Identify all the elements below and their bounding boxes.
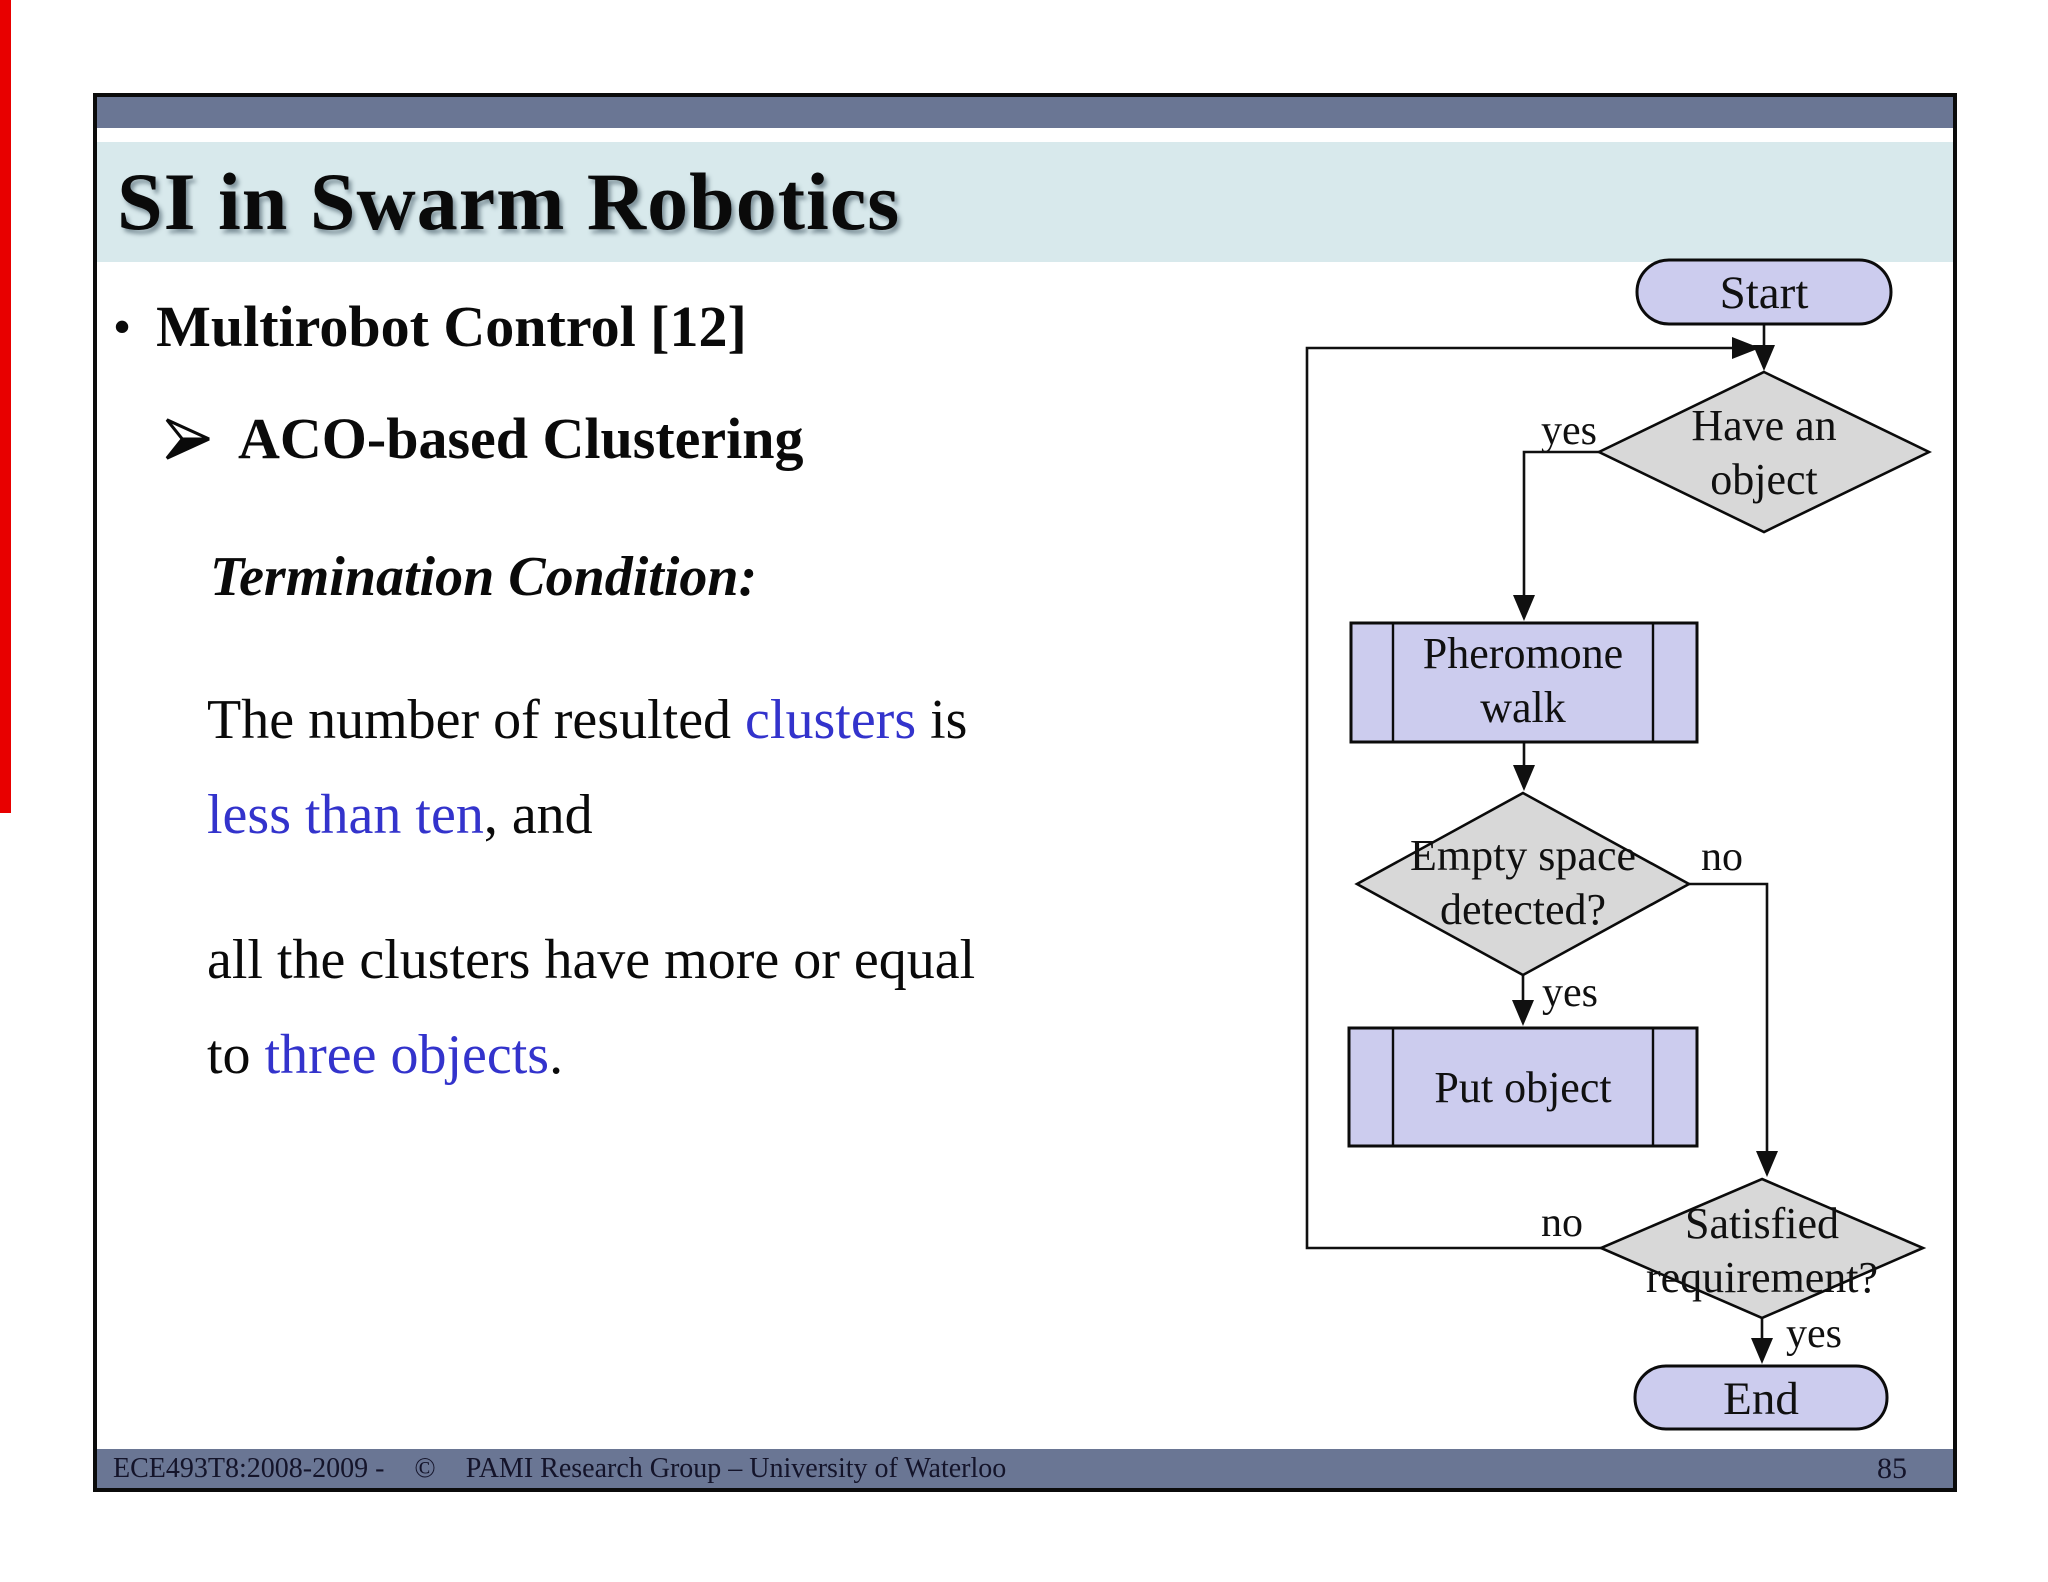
page-number: 85: [1877, 1451, 1907, 1485]
body-line-2: less than ten, and: [207, 783, 593, 847]
title-band: SI in Swarm Robotics: [97, 142, 1953, 262]
body-line-3: all the clusters have more or equal: [207, 929, 976, 991]
footer-course: ECE493T8:2008-2009 -: [113, 1452, 385, 1484]
bullet-dot-icon: •: [114, 301, 131, 353]
body-line-4: to three objects.: [207, 1023, 563, 1087]
footer-bar: ECE493T8:2008-2009 - © PAMI Research Gro…: [97, 1449, 1953, 1488]
bullet2-text: ACO-based Clustering: [238, 406, 804, 471]
body-line-2-black: , and: [483, 784, 593, 846]
body-line-4-blue: three objects: [264, 1024, 550, 1086]
footer-group: PAMI Research Group – University of Wate…: [465, 1452, 1007, 1484]
footer-credit: ECE493T8:2008-2009 - © PAMI Research Gro…: [97, 1453, 1006, 1485]
top-accent-bar: [97, 97, 1953, 128]
slide-frame: SI in Swarm Robotics • Multirobot Control…: [93, 93, 1957, 1492]
body-line-1-black: The number of resulted: [207, 689, 746, 751]
body-line-2-blue: less than ten: [207, 784, 484, 846]
termination-heading: Termination Condition:: [210, 546, 758, 608]
arrow-bullet-icon: [165, 417, 210, 460]
body-line-4-period: .: [549, 1024, 564, 1086]
bullet1-text: Multirobot Control [12]: [156, 294, 747, 359]
body-line-1-black2: is: [916, 689, 968, 751]
page-title: SI in Swarm Robotics: [117, 156, 901, 247]
body-line-1-blue: clusters: [745, 689, 917, 751]
bullet-multirobot-control: • Multirobot Control [12]: [114, 293, 747, 360]
bullet-aco-clustering: ACO-based Clustering: [162, 405, 804, 472]
body-line-4-black: to: [207, 1024, 265, 1086]
body-line-1: The number of resulted clusters is: [207, 688, 967, 752]
left-red-strip: [0, 0, 11, 813]
copyright-icon: ©: [414, 1452, 436, 1484]
